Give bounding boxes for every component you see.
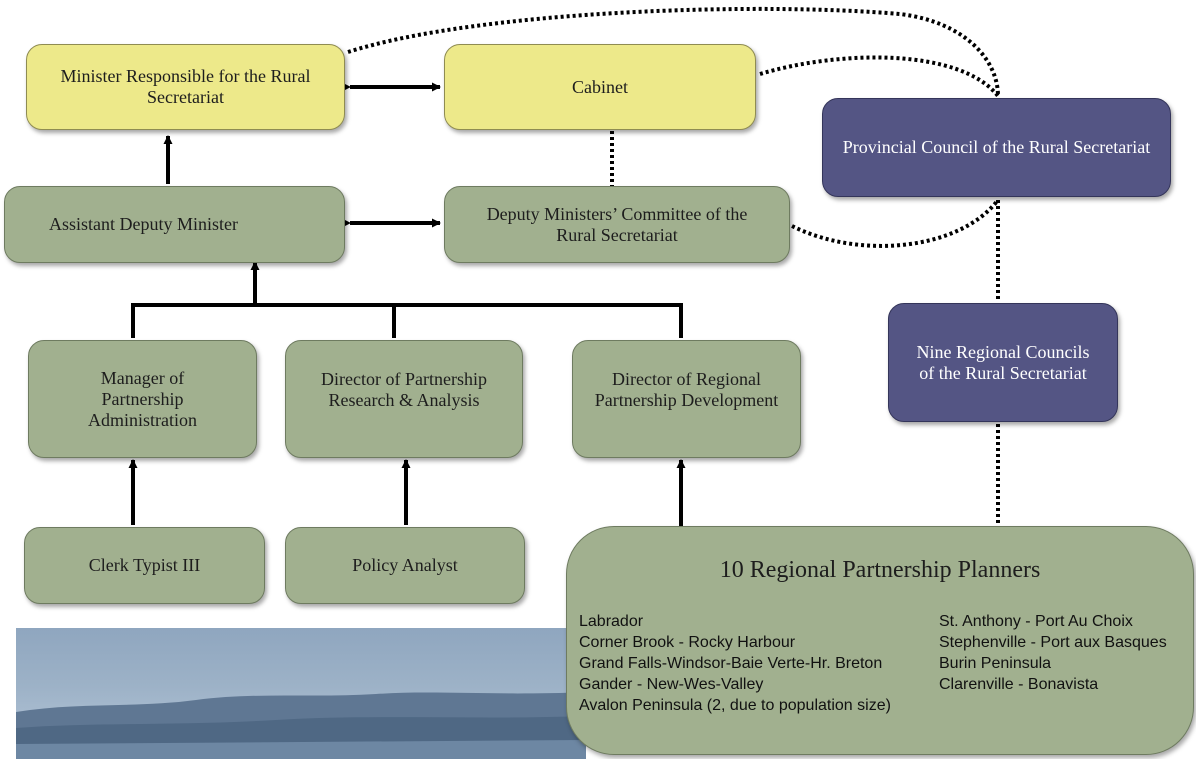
regional-planners-box: 10 Regional Partnership Planners Labrado… bbox=[566, 526, 1194, 755]
regional-councils-label: Nine Regional Councils of the Rural Secr… bbox=[916, 341, 1090, 383]
cabinet-box: Cabinet bbox=[444, 44, 756, 130]
dotted-cabinet-provincial bbox=[759, 55, 1000, 98]
adm-box: Assistant Deputy Minister bbox=[4, 186, 345, 263]
clerk-label: Clerk Typist III bbox=[88, 555, 201, 575]
dm-committee-label: Deputy Ministers’ Committee of the Rural… bbox=[486, 203, 748, 245]
dm-committee-box: Deputy Ministers’ Committee of the Rural… bbox=[444, 186, 790, 263]
dotted-committee-provincial bbox=[791, 198, 1000, 248]
planner-region: Grand Falls-Windsor-Baie Verte-Hr. Breto… bbox=[579, 655, 883, 672]
planner-region: Stephenville - Port aux Basques bbox=[939, 634, 1167, 651]
manager-admin-box: Manager of Partnership Administration bbox=[28, 340, 257, 458]
director-regional-box: Director of Regional Partnership Develop… bbox=[572, 340, 801, 458]
planner-region: Labrador bbox=[579, 613, 644, 630]
policy-analyst-box: Policy Analyst bbox=[285, 527, 525, 604]
regional-councils-box: Nine Regional Councils of the Rural Secr… bbox=[888, 303, 1118, 422]
cabinet-label: Cabinet bbox=[572, 76, 628, 97]
director-regional-label: Director of Regional Partnership Develop… bbox=[594, 369, 779, 410]
planners-list-left: Labrador Corner Brook - Rocky Harbour Gr… bbox=[579, 611, 891, 716]
planners-title: 10 Regional Partnership Planners bbox=[719, 557, 1041, 583]
provincial-council-box: Provincial Council of the Rural Secretar… bbox=[822, 98, 1171, 197]
minister-label: Minister Responsible for the Rural Secre… bbox=[60, 66, 311, 107]
planner-region: Corner Brook - Rocky Harbour bbox=[579, 634, 796, 651]
planner-region: Avalon Peninsula (2, due to population s… bbox=[579, 697, 891, 714]
planner-region: Gander - New-Wes-Valley bbox=[579, 676, 764, 693]
director-research-box: Director of Partnership Research & Analy… bbox=[285, 340, 523, 458]
adm-label: Assistant Deputy Minister bbox=[49, 214, 238, 234]
planner-region: St. Anthony - Port Au Choix bbox=[939, 613, 1133, 630]
manager-admin-label: Manager of Partnership Administration bbox=[88, 367, 197, 430]
director-research-label: Director of Partnership Research & Analy… bbox=[321, 369, 487, 410]
provincial-council-label: Provincial Council of the Rural Secretar… bbox=[842, 137, 1151, 157]
landscape-photo bbox=[16, 628, 586, 759]
minister-box: Minister Responsible for the Rural Secre… bbox=[26, 44, 345, 130]
planners-list-right: St. Anthony - Port Au Choix Stephenville… bbox=[939, 611, 1167, 695]
clerk-box: Clerk Typist III bbox=[24, 527, 265, 604]
planner-region: Burin Peninsula bbox=[939, 655, 1052, 672]
policy-analyst-label: Policy Analyst bbox=[352, 555, 458, 575]
planner-region: Clarenville - Bonavista bbox=[939, 676, 1099, 693]
dotted-minister-provincial bbox=[347, 6, 1000, 97]
